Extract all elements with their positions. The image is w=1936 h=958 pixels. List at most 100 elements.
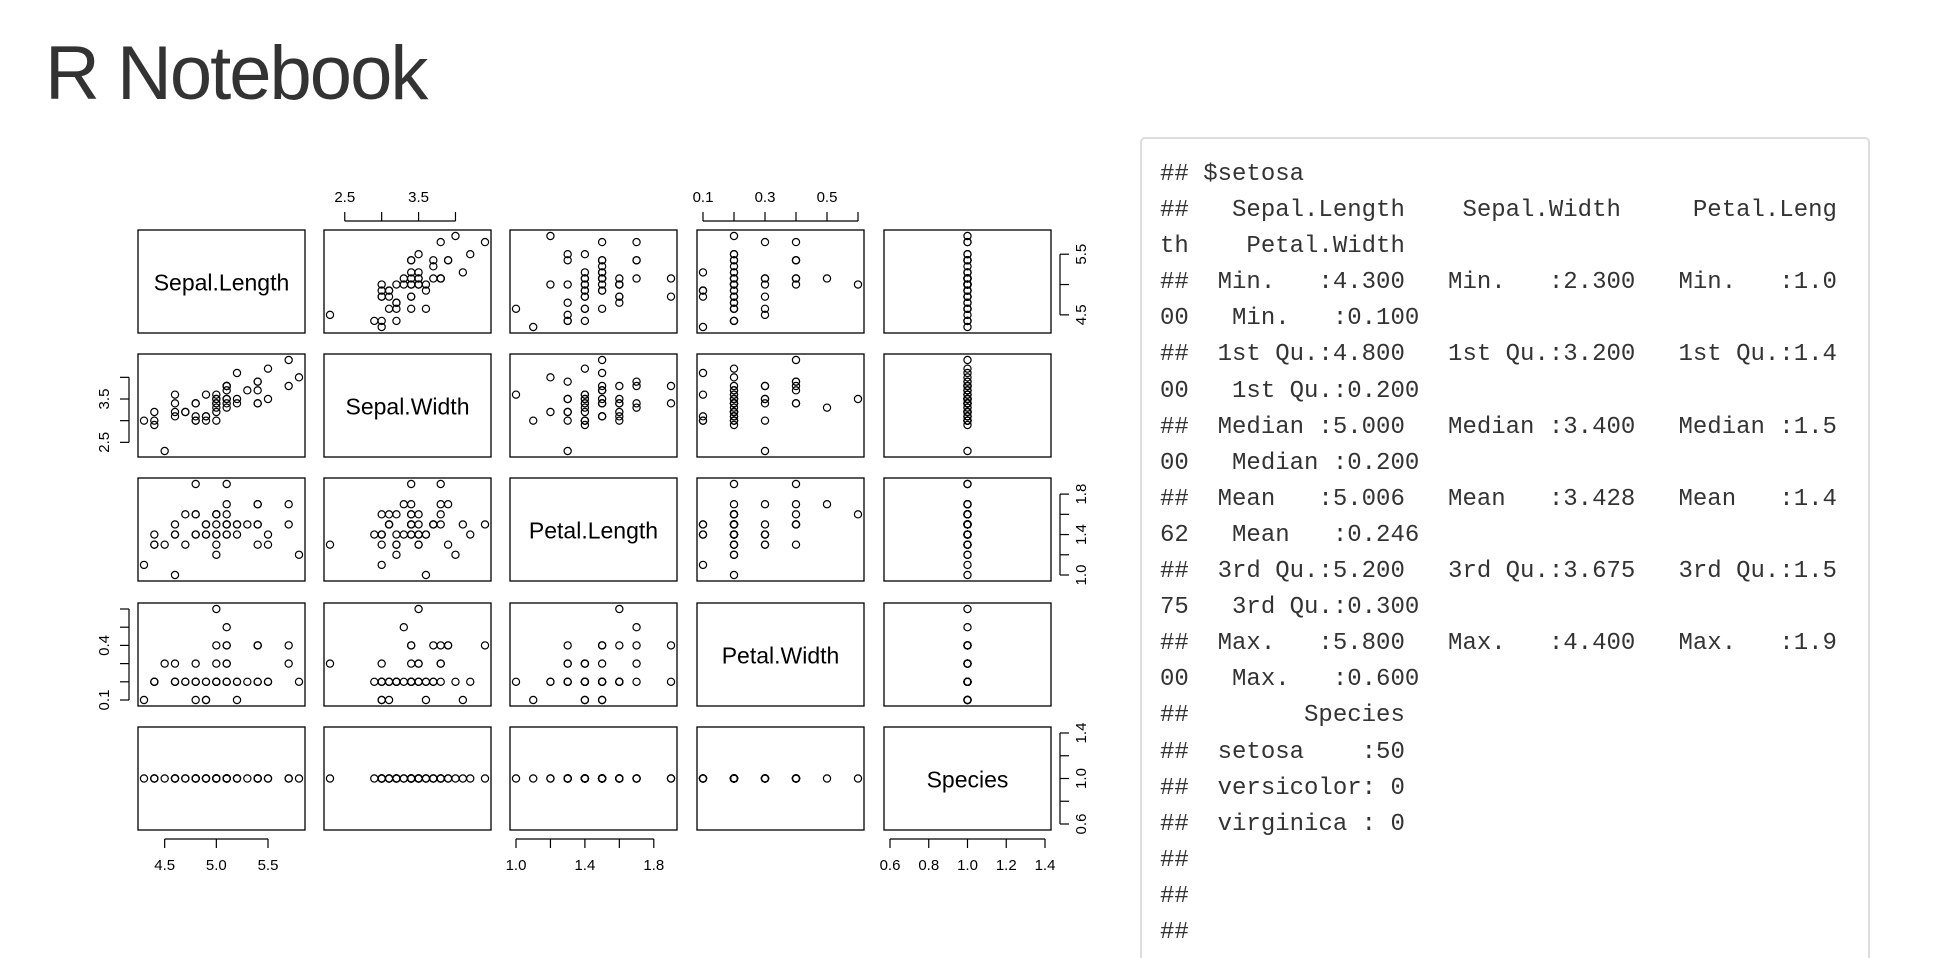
data-point: [963, 304, 972, 313]
data-point: [729, 304, 739, 313]
data-point: [963, 286, 972, 295]
data-point: [406, 256, 416, 265]
data-point: [963, 394, 972, 404]
data-point: [963, 298, 972, 307]
data-point: [370, 316, 379, 326]
panel-frame: [509, 726, 678, 831]
data-point: [212, 550, 221, 559]
data-point: [170, 390, 180, 399]
console-line: ## Mean :5.006 Mean :3.428 Mean :1.462 M…: [1160, 485, 1837, 549]
tick-label: 0.1: [693, 189, 714, 206]
panel-frame: [509, 602, 678, 707]
data-point: [263, 394, 273, 404]
data-point: [563, 377, 572, 386]
data-point: [222, 774, 231, 783]
data-point: [546, 407, 555, 417]
panel-Species-vs-Petal.Width: [696, 726, 865, 831]
data-point: [791, 540, 801, 549]
panel-frame: [323, 353, 492, 458]
data-point: [546, 231, 555, 241]
data-point: [511, 774, 521, 783]
data-point: [666, 641, 676, 650]
data-point: [294, 373, 304, 382]
data-point: [963, 446, 972, 456]
data-point: [563, 394, 572, 404]
data-point: [263, 530, 273, 539]
data-point: [139, 695, 149, 705]
data-point: [201, 412, 211, 421]
data-point: [458, 268, 468, 277]
data-point: [466, 249, 475, 259]
panel-Petal.Length-vs-Petal.Width: [696, 477, 865, 582]
data-point: [191, 479, 200, 489]
data-point: [170, 407, 180, 417]
panel-frame: [323, 477, 492, 582]
data-point: [191, 774, 200, 783]
data-point: [421, 530, 431, 539]
data-point: [563, 316, 572, 326]
data-point: [150, 774, 159, 783]
data-point: [222, 500, 231, 509]
data-point: [963, 623, 972, 632]
data-point: [243, 774, 252, 783]
panel-frame: [323, 726, 492, 831]
panel-frame: [509, 477, 678, 582]
data-point: [580, 695, 590, 705]
data-point: [963, 292, 972, 301]
data-point: [760, 774, 770, 783]
data-point: [212, 399, 221, 408]
data-point: [414, 510, 423, 519]
data-point: [243, 677, 252, 687]
data-point: [212, 510, 221, 519]
console-line: ## Species: [1160, 702, 1405, 730]
data-point: [191, 412, 200, 421]
data-point: [729, 510, 739, 519]
data-point: [580, 390, 590, 399]
data-point: [253, 641, 262, 650]
panel-Petal.Length-vs-Sepal.Length: [137, 477, 306, 582]
data-point: [760, 381, 770, 391]
data-point: [325, 540, 335, 549]
data-point: [729, 530, 739, 539]
left-axis-Sepal.Width: 2.53.5: [96, 376, 130, 453]
data-point: [963, 231, 972, 241]
data-point: [580, 364, 590, 373]
data-point: [392, 510, 401, 519]
data-point: [212, 416, 221, 425]
data-point: [963, 412, 972, 421]
data-point: [212, 520, 221, 529]
data-point: [615, 641, 624, 650]
data-point: [632, 659, 641, 668]
tick-label: 0.5: [817, 189, 838, 206]
data-point: [392, 280, 401, 289]
console-output: ## $setosa ## Sepal.Length Sepal.Width P…: [1142, 139, 1850, 951]
tick-label: 1.4: [574, 857, 595, 874]
data-point: [791, 520, 801, 529]
data-point: [580, 394, 590, 404]
data-point: [615, 274, 624, 283]
tick-label: 1.2: [996, 857, 1017, 874]
data-point: [406, 304, 416, 313]
data-point: [480, 237, 490, 247]
data-point: [822, 500, 832, 509]
data-point: [284, 381, 293, 391]
data-point: [294, 774, 304, 783]
data-point: [284, 641, 293, 650]
panel-Sepal.Length-vs-Petal.Length: [509, 229, 678, 334]
tick-label: 0.4: [96, 635, 113, 656]
data-point: [563, 298, 572, 307]
data-point: [791, 510, 801, 519]
data-point: [580, 407, 590, 417]
data-point: [963, 510, 972, 519]
console-line: ## Median :5.000 Median :3.400 Median :1…: [1160, 413, 1837, 477]
data-point: [597, 695, 607, 705]
panel-Sepal.Length-vs-Petal.Width: [696, 229, 865, 334]
console-output-box: ## $setosa ## Sepal.Length Sepal.Width P…: [1140, 137, 1870, 958]
data-point: [963, 403, 972, 412]
console-line: ##: [1160, 882, 1189, 910]
data-point: [377, 322, 386, 332]
panel-frame: [696, 602, 865, 707]
data-point: [698, 412, 708, 421]
